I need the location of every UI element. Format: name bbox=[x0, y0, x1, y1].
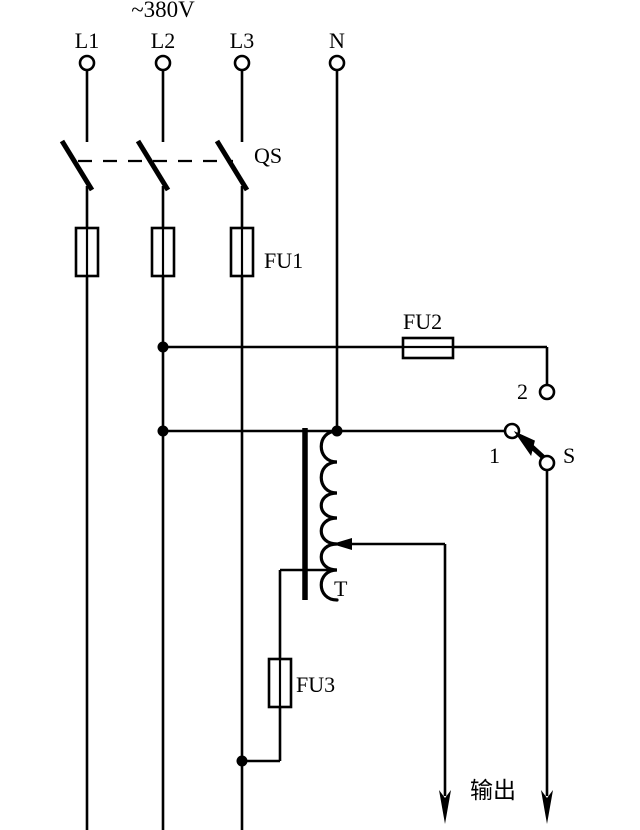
selector-switch-S[interactable] bbox=[503, 383, 556, 824]
terminal-N-circle bbox=[328, 54, 346, 72]
output-arrow-left bbox=[439, 790, 451, 824]
label-T: T bbox=[334, 576, 348, 601]
label-QS: QS bbox=[254, 143, 282, 168]
switch-S-terminal-2-contact[interactable] bbox=[538, 383, 556, 401]
label-S: S bbox=[563, 443, 575, 468]
supply-drop-wires bbox=[85, 70, 339, 431]
label-terminal-L3: L3 bbox=[230, 28, 254, 53]
label-FU2: FU2 bbox=[403, 309, 442, 334]
fuse-FU3-group bbox=[236, 657, 293, 767]
switch-S-common-pole[interactable] bbox=[538, 454, 556, 472]
diagram-labels: ~380V L1 L2 L3 N QS FU1 FU2 FU3 T S 2 1 … bbox=[75, 0, 575, 804]
terminal-L1-circle bbox=[78, 54, 96, 72]
terminal-L3-circle bbox=[233, 54, 251, 72]
label-terminal-N: N bbox=[329, 28, 345, 53]
switch-S-terminal-1-contact[interactable] bbox=[503, 422, 521, 440]
qs-blade-L1[interactable] bbox=[59, 139, 95, 192]
fuse-FU2-group bbox=[401, 336, 455, 360]
label-switch-position-2: 2 bbox=[517, 379, 528, 404]
switch-S-blade-arrowhead bbox=[513, 430, 535, 456]
control-bus bbox=[157, 341, 549, 385]
junction-dot-L2-bus bbox=[157, 341, 169, 353]
control-branch-lower bbox=[157, 425, 505, 437]
label-switch-position-1: 1 bbox=[489, 443, 500, 468]
label-supply-voltage: ~380V bbox=[131, 0, 195, 22]
fuse-FU1-group bbox=[74, 226, 255, 278]
qs-to-fu1-wires bbox=[85, 186, 244, 228]
qs-blade-L3[interactable] bbox=[214, 139, 250, 192]
label-FU3: FU3 bbox=[296, 672, 335, 697]
label-terminal-L2: L2 bbox=[151, 28, 175, 53]
supply-terminals bbox=[78, 54, 346, 72]
junction-dot-L2-branch bbox=[157, 425, 169, 437]
transformer-T bbox=[278, 428, 451, 824]
transformer-winding bbox=[319, 429, 339, 602]
label-FU1: FU1 bbox=[264, 248, 303, 273]
terminal-L2-circle bbox=[154, 54, 172, 72]
main-feeder-wires bbox=[85, 276, 244, 830]
qs-blade-L2[interactable] bbox=[135, 139, 171, 192]
disconnect-switch-QS[interactable] bbox=[59, 139, 250, 192]
label-output: 输出 bbox=[470, 778, 516, 804]
transformer-tap-arrowhead bbox=[332, 538, 352, 550]
output-arrow-right bbox=[541, 790, 553, 824]
junction-dot-L3-fu3 bbox=[236, 755, 248, 767]
label-terminal-L1: L1 bbox=[75, 28, 99, 53]
